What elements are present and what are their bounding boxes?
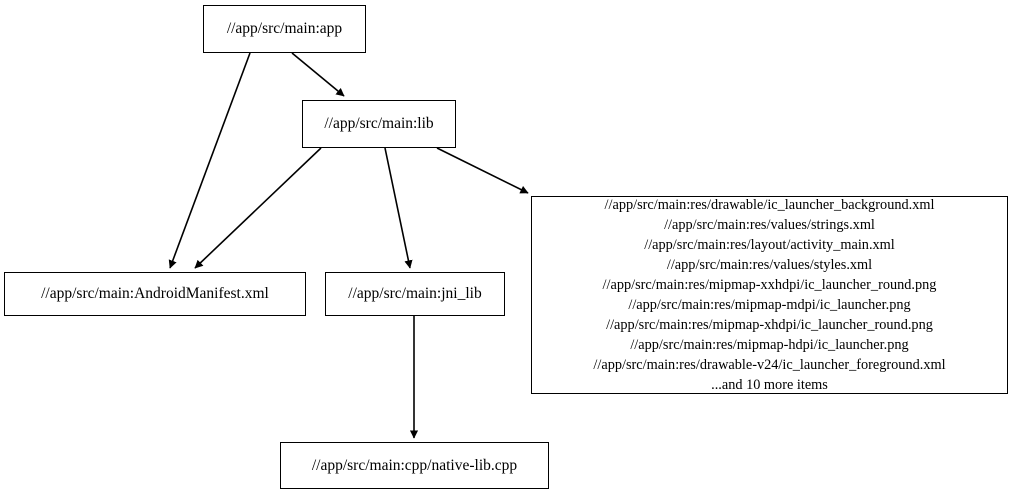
edge-lib-to-manifest xyxy=(194,147,322,269)
edge-app-to-manifest xyxy=(168,52,251,269)
graph-node-jni-lib[interactable]: //app/src/main:jni_lib xyxy=(325,272,505,316)
graph-node-lib-label: //app/src/main:lib xyxy=(324,115,434,133)
edge-lib-to-jni-lib xyxy=(384,147,413,269)
graph-node-native-lib-cpp[interactable]: //app/src/main:cpp/native-lib.cpp xyxy=(280,442,549,489)
graph-node-android-manifest-label: //app/src/main:AndroidManifest.xml xyxy=(41,285,269,303)
graph-node-native-lib-cpp-label: //app/src/main:cpp/native-lib.cpp xyxy=(311,456,518,474)
graph-node-resources-label: //app/src/main:res/drawable/ic_launcher_… xyxy=(593,196,946,394)
graph-node-jni-lib-label: //app/src/main:jni_lib xyxy=(348,285,482,303)
graph-node-resources[interactable]: //app/src/main:res/drawable/ic_launcher_… xyxy=(531,196,1008,394)
graph-node-app-label: //app/src/main:app xyxy=(226,20,343,38)
graph-node-lib[interactable]: //app/src/main:lib xyxy=(302,100,456,148)
graph-node-android-manifest[interactable]: //app/src/main:AndroidManifest.xml xyxy=(4,272,306,316)
graph-node-app[interactable]: //app/src/main:app xyxy=(203,5,366,53)
edge-lib-to-res xyxy=(436,147,529,194)
edge-app-to-lib xyxy=(291,52,345,97)
